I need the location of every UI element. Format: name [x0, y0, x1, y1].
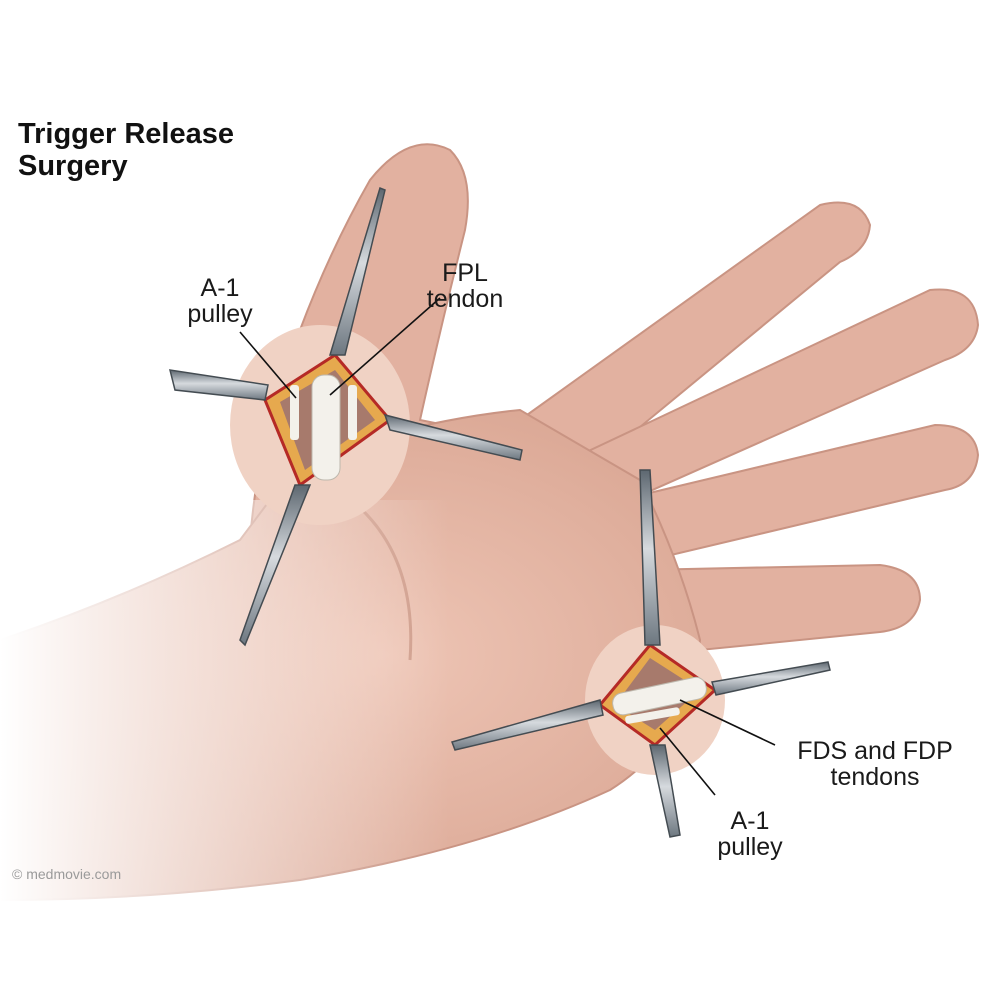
label-line: A-1	[200, 274, 240, 302]
finger-incision	[451, 469, 831, 838]
index-finger	[518, 201, 872, 462]
middle-finger	[578, 288, 980, 502]
a1-pulley-cut	[290, 385, 299, 440]
fpl-tendon	[311, 374, 341, 481]
label-line: FPL	[442, 259, 488, 287]
title-line-1: Trigger Release	[18, 118, 234, 150]
title-line-2: Surgery	[18, 150, 128, 182]
retractors	[168, 186, 523, 647]
label-thumb-a1-pulley: A-1 pulley	[175, 275, 265, 327]
label-fpl-tendon: FPL tendon	[415, 260, 515, 312]
label-fds-fdp-tendons: FDS and FDP tendons	[785, 738, 965, 790]
label-line: tendon	[426, 285, 504, 313]
label-finger-a1-pulley: A-1 pulley	[705, 808, 795, 860]
label-line: pulley	[717, 833, 783, 861]
leader-lines	[239, 297, 776, 796]
wrist-fade	[0, 500, 1000, 920]
label-line: A-1	[730, 807, 770, 835]
a1-pulley-finger-cut	[625, 707, 680, 724]
label-line: tendons	[830, 763, 920, 791]
page-title: Trigger Release Surgery	[18, 118, 234, 182]
watermark: © medmovie.com	[12, 866, 122, 882]
thumb-incision	[168, 186, 523, 647]
fds-fdp-tendons	[612, 676, 707, 716]
label-line: pulley	[187, 300, 253, 328]
label-line: FDS and FDP	[797, 737, 953, 765]
